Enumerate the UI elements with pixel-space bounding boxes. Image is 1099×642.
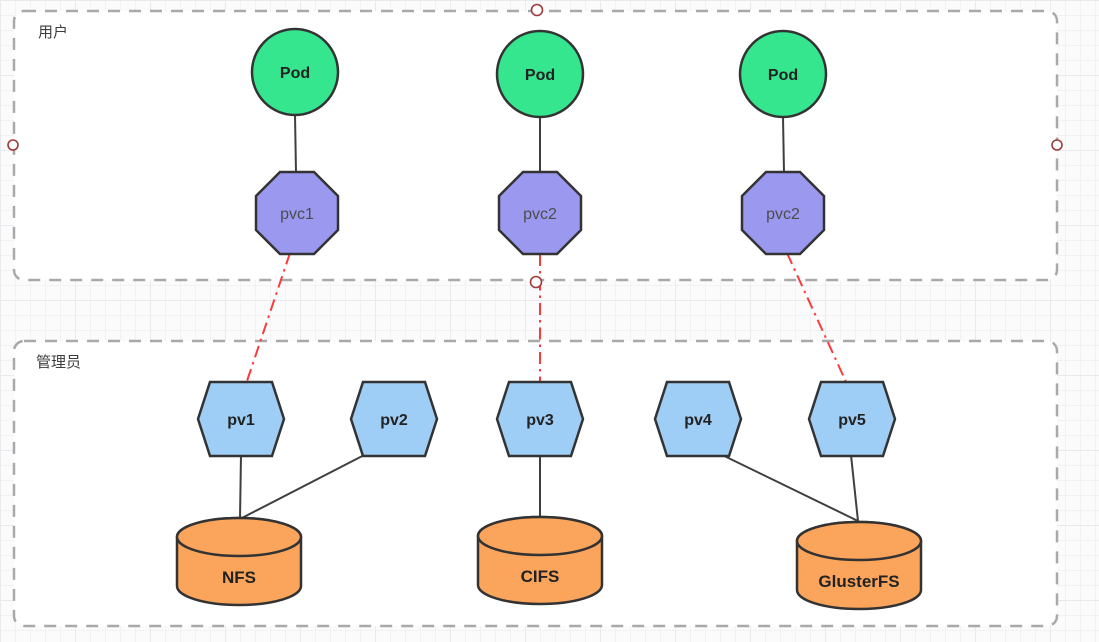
pv-hexagon[interactable] bbox=[349, 380, 439, 458]
zone-user-label: 用户 bbox=[38, 24, 68, 41]
pvc-node-2[interactable]: pvc2 bbox=[497, 170, 583, 256]
pv-node-5[interactable]: pv5 bbox=[807, 380, 897, 458]
edge-pv2-nfs[interactable] bbox=[239, 450, 373, 520]
pvc-octagon[interactable] bbox=[740, 170, 826, 256]
pod-label: Pod bbox=[280, 65, 310, 82]
zone-admin-label: 管理员 bbox=[36, 354, 81, 371]
anchor-point-middle[interactable] bbox=[529, 275, 543, 289]
pvc-octagon[interactable] bbox=[497, 170, 583, 256]
pod-node-3[interactable]: Pod bbox=[738, 29, 828, 119]
storage-label: CIFS bbox=[521, 567, 560, 586]
cylinder-top[interactable] bbox=[476, 515, 604, 557]
edge-pv1-nfs[interactable] bbox=[239, 454, 242, 520]
pv-label: pv4 bbox=[684, 412, 712, 429]
cylinder-top[interactable] bbox=[795, 520, 923, 562]
pod-circle[interactable] bbox=[495, 29, 585, 119]
pvc-octagon[interactable] bbox=[254, 170, 340, 256]
storage-node-nfs[interactable]: NFS bbox=[175, 516, 303, 607]
storage-label: NFS bbox=[222, 568, 256, 587]
pvc-node-3[interactable]: pvc2 bbox=[740, 170, 826, 256]
pv-node-1[interactable]: pv1 bbox=[196, 380, 286, 458]
edge-pod1-pvc1[interactable] bbox=[294, 113, 297, 174]
anchor-point-top[interactable] bbox=[530, 3, 544, 17]
edge-pv4-glusterfs[interactable] bbox=[711, 449, 859, 522]
pod-label: Pod bbox=[525, 67, 555, 84]
pod-node-1[interactable]: Pod bbox=[250, 27, 340, 117]
pvc-label: pvc2 bbox=[766, 206, 800, 223]
pv-label: pv3 bbox=[526, 412, 554, 429]
edge-pv5-glusterfs[interactable] bbox=[850, 454, 859, 522]
anchor-point-right[interactable] bbox=[1051, 139, 1063, 151]
pv-node-3[interactable]: pv3 bbox=[495, 380, 585, 458]
anchor-point-left[interactable] bbox=[7, 139, 19, 151]
pv-hexagon[interactable] bbox=[653, 380, 743, 458]
cylinder-top[interactable] bbox=[175, 516, 303, 558]
pv-label: pv5 bbox=[838, 412, 866, 429]
pod-node-2[interactable]: Pod bbox=[495, 29, 585, 119]
pod-circle[interactable] bbox=[738, 29, 828, 119]
pv-label: pv2 bbox=[380, 412, 408, 429]
pv-label: pv1 bbox=[227, 412, 255, 429]
pv-node-4[interactable]: pv4 bbox=[653, 380, 743, 458]
pv-hexagon[interactable] bbox=[807, 380, 897, 458]
storage-label: GlusterFS bbox=[818, 572, 899, 591]
edge-pod3-pvc2[interactable] bbox=[782, 116, 785, 174]
pvc-label: pvc2 bbox=[523, 206, 557, 223]
storage-node-glusterfs[interactable]: GlusterFS bbox=[795, 520, 923, 611]
pvc-node-1[interactable]: pvc1 bbox=[254, 170, 340, 256]
pod-circle[interactable] bbox=[250, 27, 340, 117]
pv-node-2[interactable]: pv2 bbox=[349, 380, 439, 458]
pvc-label: pvc1 bbox=[280, 206, 314, 223]
pv-hexagon[interactable] bbox=[495, 380, 585, 458]
storage-node-cifs[interactable]: CIFS bbox=[476, 515, 604, 606]
edge-pvc1-pv1[interactable] bbox=[245, 252, 291, 385]
pv-hexagon[interactable] bbox=[196, 380, 286, 458]
pod-label: Pod bbox=[768, 67, 798, 84]
